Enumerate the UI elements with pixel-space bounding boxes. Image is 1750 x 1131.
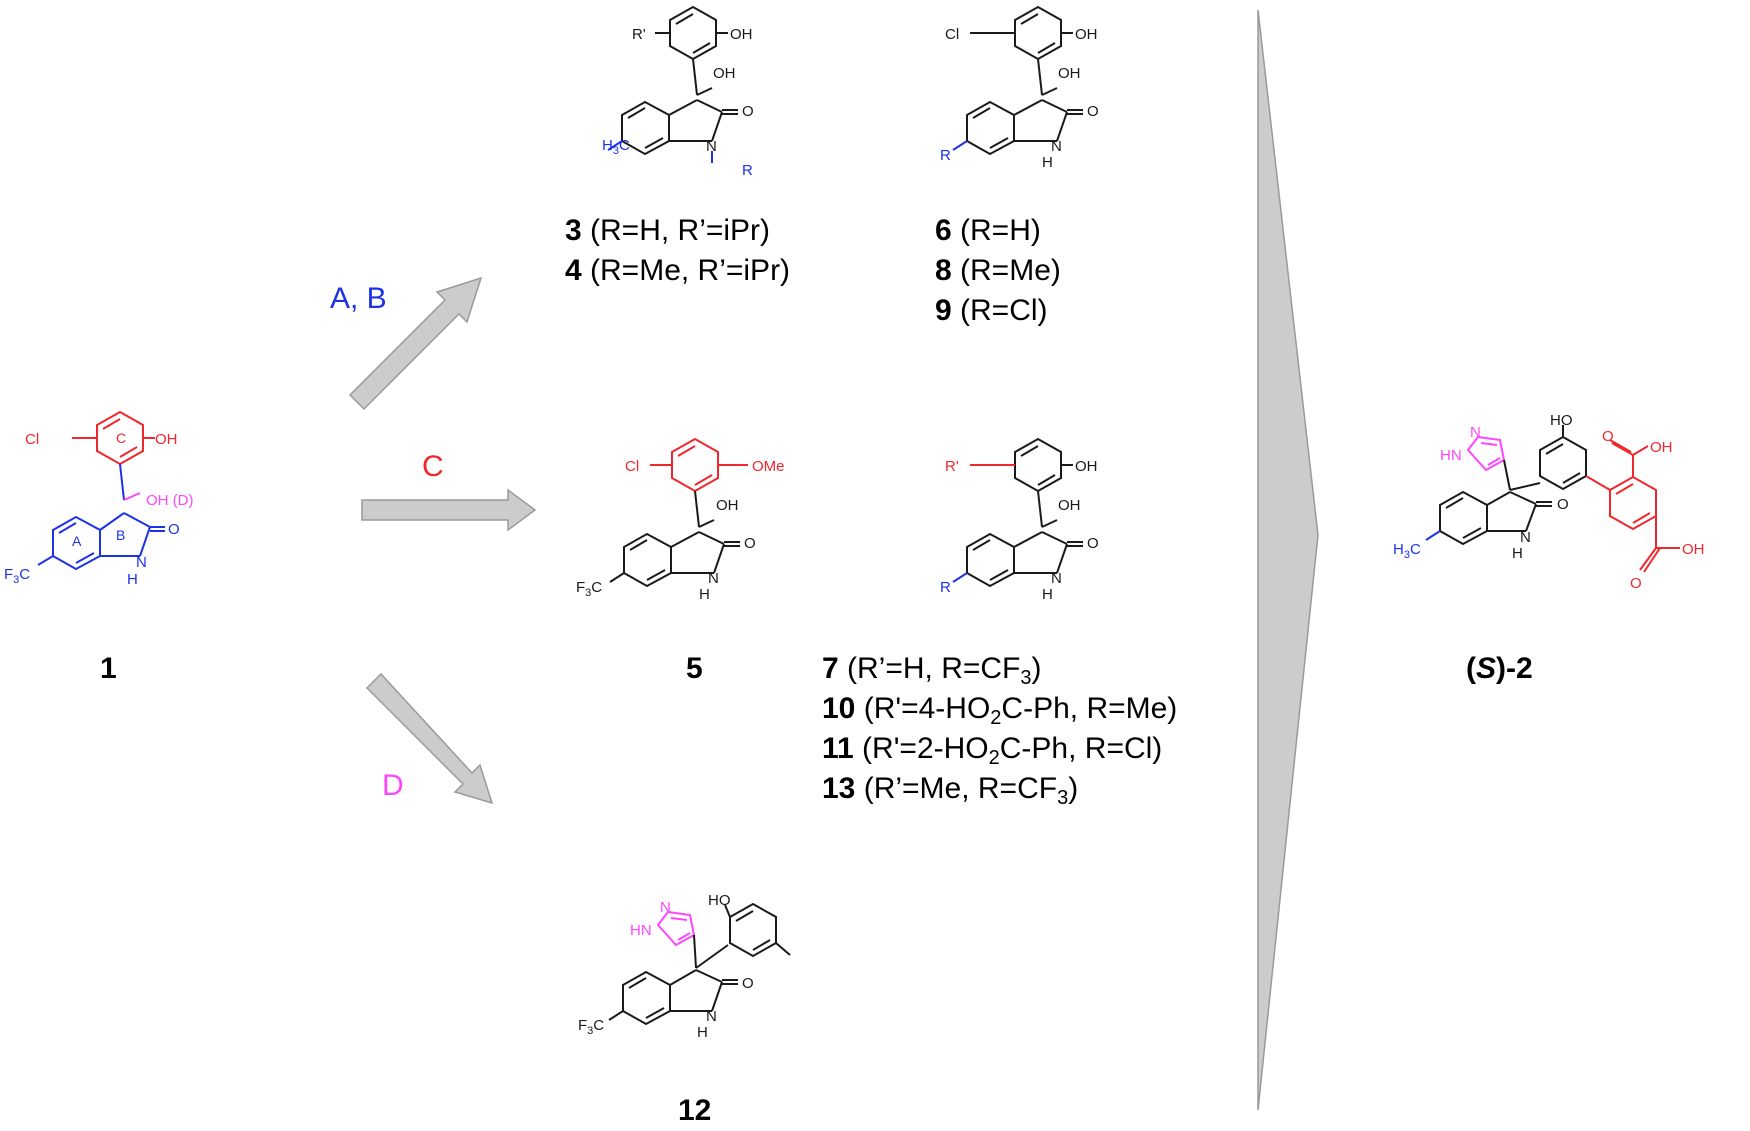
c1-ring-b: B xyxy=(116,527,125,543)
step-label-ab: A, B xyxy=(330,282,387,315)
c5-f3c: F3C xyxy=(576,579,602,599)
c6-r: R xyxy=(940,147,951,164)
c3-o: O xyxy=(742,103,754,120)
s2-h-lactam: H xyxy=(1512,545,1523,562)
compound-12: HN N HO O N H F3C 12 xyxy=(578,892,791,1127)
s2-hn: HN xyxy=(1440,447,1462,464)
arrow-c xyxy=(361,488,537,532)
c1-oh: OH xyxy=(155,431,178,448)
compound-3: R' OH OH O N R H3C 3 (R=H, R’=iPr) 4 (R=… xyxy=(565,5,790,287)
arrow-d xyxy=(365,672,494,805)
compound-7: R' OH OH O N H R 7 (R’=H, R=CF3) 10 (R'=… xyxy=(822,437,1177,809)
c12-ho: HO xyxy=(708,892,731,909)
c7-o: O xyxy=(1087,535,1099,552)
c12-nh-n: N xyxy=(706,1008,717,1025)
c5-cl: Cl xyxy=(625,458,639,475)
c5-n: N xyxy=(708,570,719,587)
c6-label-1: 6 (R=H) xyxy=(935,214,1041,247)
c7-oh-phenol: OH xyxy=(1075,458,1098,475)
c5-oh: OH xyxy=(716,497,739,514)
arrow-ab xyxy=(348,276,483,411)
c6-label-3: 9 (R=Cl) xyxy=(935,294,1048,327)
c12-hn: HN xyxy=(630,922,652,939)
c5-h: H xyxy=(699,586,710,603)
step-label-c: C xyxy=(422,450,444,483)
c5-number: 5 xyxy=(686,652,703,685)
s2-o: O xyxy=(1557,496,1569,513)
c1-n: N xyxy=(136,554,147,571)
c7-n: N xyxy=(1051,570,1062,587)
c1-number: 1 xyxy=(100,652,117,685)
s2-number: (S)-2 xyxy=(1466,652,1533,685)
c6-oh: OH xyxy=(1058,65,1081,82)
c12-o: O xyxy=(742,975,754,992)
c1-h: H xyxy=(127,571,138,588)
c3-n: N xyxy=(706,138,717,155)
c6-label-2: 8 (R=Me) xyxy=(935,254,1061,287)
s2-ho: HO xyxy=(1550,412,1573,429)
c5-o: O xyxy=(744,535,756,552)
c12-f3c: F3C xyxy=(578,1017,604,1037)
s2-n-lactam: N xyxy=(1520,529,1531,546)
compound-5: Cl OMe OH O N H F3C 5 xyxy=(576,437,785,685)
compound-6: Cl OH OH O N H R 6 (R=H) 8 (R=Me) 9 (R=C… xyxy=(935,5,1099,327)
s2-cooh2-o: O xyxy=(1630,575,1642,592)
c7-h: H xyxy=(1042,586,1053,603)
c3-label-2: 4 (R=Me, R’=iPr) xyxy=(565,254,790,287)
c7-r-prime: R' xyxy=(945,458,959,475)
c5-ome: OMe xyxy=(752,458,785,475)
c7-r: R xyxy=(940,579,951,596)
s2-h3c: H3C xyxy=(1393,541,1421,561)
c7-label-2: 10 (R'=4-HO2C-Ph, R=Me) xyxy=(822,692,1177,729)
compound-s2: HN N HO O N H H3C O OH O OH (S)-2 xyxy=(1393,412,1705,685)
c6-cl: Cl xyxy=(945,26,959,43)
c1-f3c: F3C xyxy=(4,566,30,586)
c3-h3c: H3C xyxy=(602,137,630,157)
c1-o: O xyxy=(168,521,180,538)
step-label-d: D xyxy=(382,769,404,802)
c6-oh-phenol: OH xyxy=(1075,26,1098,43)
c3-r-prime: R' xyxy=(632,26,646,43)
s2-cooh1-o: O xyxy=(1602,428,1614,445)
c1-ring-c: C xyxy=(116,430,126,446)
c6-n: N xyxy=(1051,138,1062,155)
c6-o: O xyxy=(1087,103,1099,120)
c3-oh-phenol: OH xyxy=(730,26,753,43)
c12-nh-h: H xyxy=(697,1024,708,1041)
c7-label-3: 11 (R'=2-HO2C-Ph, R=Cl) xyxy=(822,732,1162,769)
c7-oh: OH xyxy=(1058,497,1081,514)
c1-cl: Cl xyxy=(25,431,39,448)
c1-oh-d: OH (D) xyxy=(146,492,194,509)
s2-cooh1-oh: OH xyxy=(1650,439,1673,456)
c3-oh: OH xyxy=(713,65,736,82)
c1-ring-a: A xyxy=(72,533,82,549)
s2-n: N xyxy=(1470,424,1481,441)
c7-label-1: 7 (R’=H, R=CF3) xyxy=(822,652,1042,689)
c6-h: H xyxy=(1042,154,1053,171)
c7-label-4: 13 (R’=Me, R=CF3) xyxy=(822,772,1078,809)
c12-n: N xyxy=(660,899,671,916)
compound-1: Cl OH C OH (D) A B O N H F3C 1 xyxy=(4,410,194,685)
c12-number: 12 xyxy=(678,1094,711,1127)
c3-label-1: 3 (R=H, R’=iPr) xyxy=(565,214,770,247)
s2-cooh2-oh: OH xyxy=(1682,541,1705,558)
big-chevron-arrow xyxy=(1257,9,1319,1111)
c3-r: R xyxy=(742,162,753,179)
